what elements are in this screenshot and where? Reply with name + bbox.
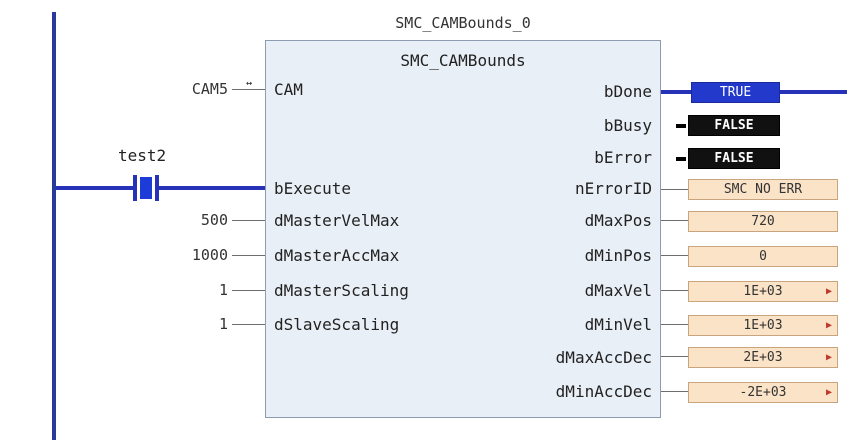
output-value-dmaxpos[interactable]: 720 <box>688 211 838 232</box>
double-arrow-icon: ↔ <box>246 78 253 89</box>
input-value-dslavescaling[interactable]: 1 <box>218 315 228 333</box>
wire-dmaxpos <box>661 220 688 221</box>
wire-bdone-left <box>661 90 691 94</box>
wire-bbusy <box>676 124 686 128</box>
input-value-dmasterscaling[interactable]: 1 <box>218 281 228 299</box>
wire-dslavescaling <box>232 324 265 325</box>
contact-test2[interactable] <box>133 175 159 201</box>
output-value-dminpos[interactable]: 0 <box>688 246 838 267</box>
pin-dmastervelmax: dMasterVelMax <box>274 211 400 230</box>
output-text-dminvel: 1E+03 <box>743 318 783 333</box>
output-value-bbusy[interactable]: FALSE <box>688 115 780 136</box>
wire-dminvel <box>661 324 688 325</box>
output-text-dmaxaccdec: 2E+03 <box>743 350 783 365</box>
output-value-berror[interactable]: FALSE <box>688 148 780 169</box>
wire-contact-to-bexecute <box>159 186 265 190</box>
wire-dmaxvel <box>661 290 688 291</box>
pin-dmaxpos: dMaxPos <box>584 211 652 230</box>
triangle-right-icon[interactable]: ▶ <box>825 387 832 398</box>
pin-bbusy: bBusy <box>603 116 652 135</box>
output-value-nerrorid[interactable]: SMC NO ERR <box>688 179 838 200</box>
output-value-dminvel[interactable]: 1E+03 ▶ <box>688 315 838 336</box>
wire-dminpos <box>661 255 688 256</box>
pin-dslavescaling: dSlaveScaling <box>274 315 400 334</box>
pin-bexecute: bExecute <box>274 179 352 198</box>
pin-dminaccdec: dMinAccDec <box>555 382 652 401</box>
wire-dmaxaccdec <box>661 356 688 357</box>
wire-berror <box>676 157 686 161</box>
wire-nerrorid <box>661 189 688 190</box>
pin-cam: CAM <box>274 80 303 99</box>
input-value-dmasteraccmax[interactable]: 1000 <box>191 246 228 264</box>
wire-dmastervelmax <box>232 220 265 221</box>
output-value-dmaxaccdec[interactable]: 2E+03 ▶ <box>688 347 838 368</box>
fb-type-name: SMC_CAMBounds <box>400 51 526 70</box>
output-value-dminaccdec[interactable]: -2E+03 ▶ <box>688 382 838 403</box>
pin-berror: bError <box>594 148 652 167</box>
triangle-right-icon[interactable]: ▶ <box>825 352 832 363</box>
input-value-dmastervelmax[interactable]: 500 <box>200 211 228 229</box>
pin-dmaxaccdec: dMaxAccDec <box>555 348 652 367</box>
pin-bdone: bDone <box>603 82 652 101</box>
output-value-bdone[interactable]: TRUE <box>691 82 780 103</box>
pin-dmaxvel: dMaxVel <box>584 281 652 300</box>
wire-rail-to-contact <box>56 186 133 190</box>
wire-cam <box>232 89 265 90</box>
pin-dminvel: dMinVel <box>584 315 652 334</box>
output-text-dminaccdec: -2E+03 <box>739 385 787 400</box>
left-power-rail <box>52 12 56 440</box>
input-value-cam[interactable]: CAM5 <box>191 80 228 98</box>
contact-label-test2[interactable]: test2 <box>118 146 167 165</box>
wire-dmasteraccmax <box>232 255 265 256</box>
wire-bdone-right <box>780 90 847 94</box>
output-text-dmaxvel: 1E+03 <box>743 284 783 299</box>
pin-dmasteraccmax: dMasterAccMax <box>274 246 400 265</box>
output-value-dmaxvel[interactable]: 1E+03 ▶ <box>688 281 838 302</box>
function-block-smc-cambounds[interactable]: SMC_CAMBounds CAM bExecute dMasterVelMax… <box>265 40 661 418</box>
triangle-right-icon[interactable]: ▶ <box>825 320 832 331</box>
fb-instance-name[interactable]: SMC_CAMBounds_0 <box>395 14 531 32</box>
wire-dmasterscaling <box>232 290 265 291</box>
pin-nerrorid: nErrorID <box>574 179 652 198</box>
pin-dminpos: dMinPos <box>584 246 652 265</box>
wire-dminaccdec <box>661 391 688 392</box>
triangle-right-icon[interactable]: ▶ <box>825 286 832 297</box>
pin-dmasterscaling: dMasterScaling <box>274 281 409 300</box>
